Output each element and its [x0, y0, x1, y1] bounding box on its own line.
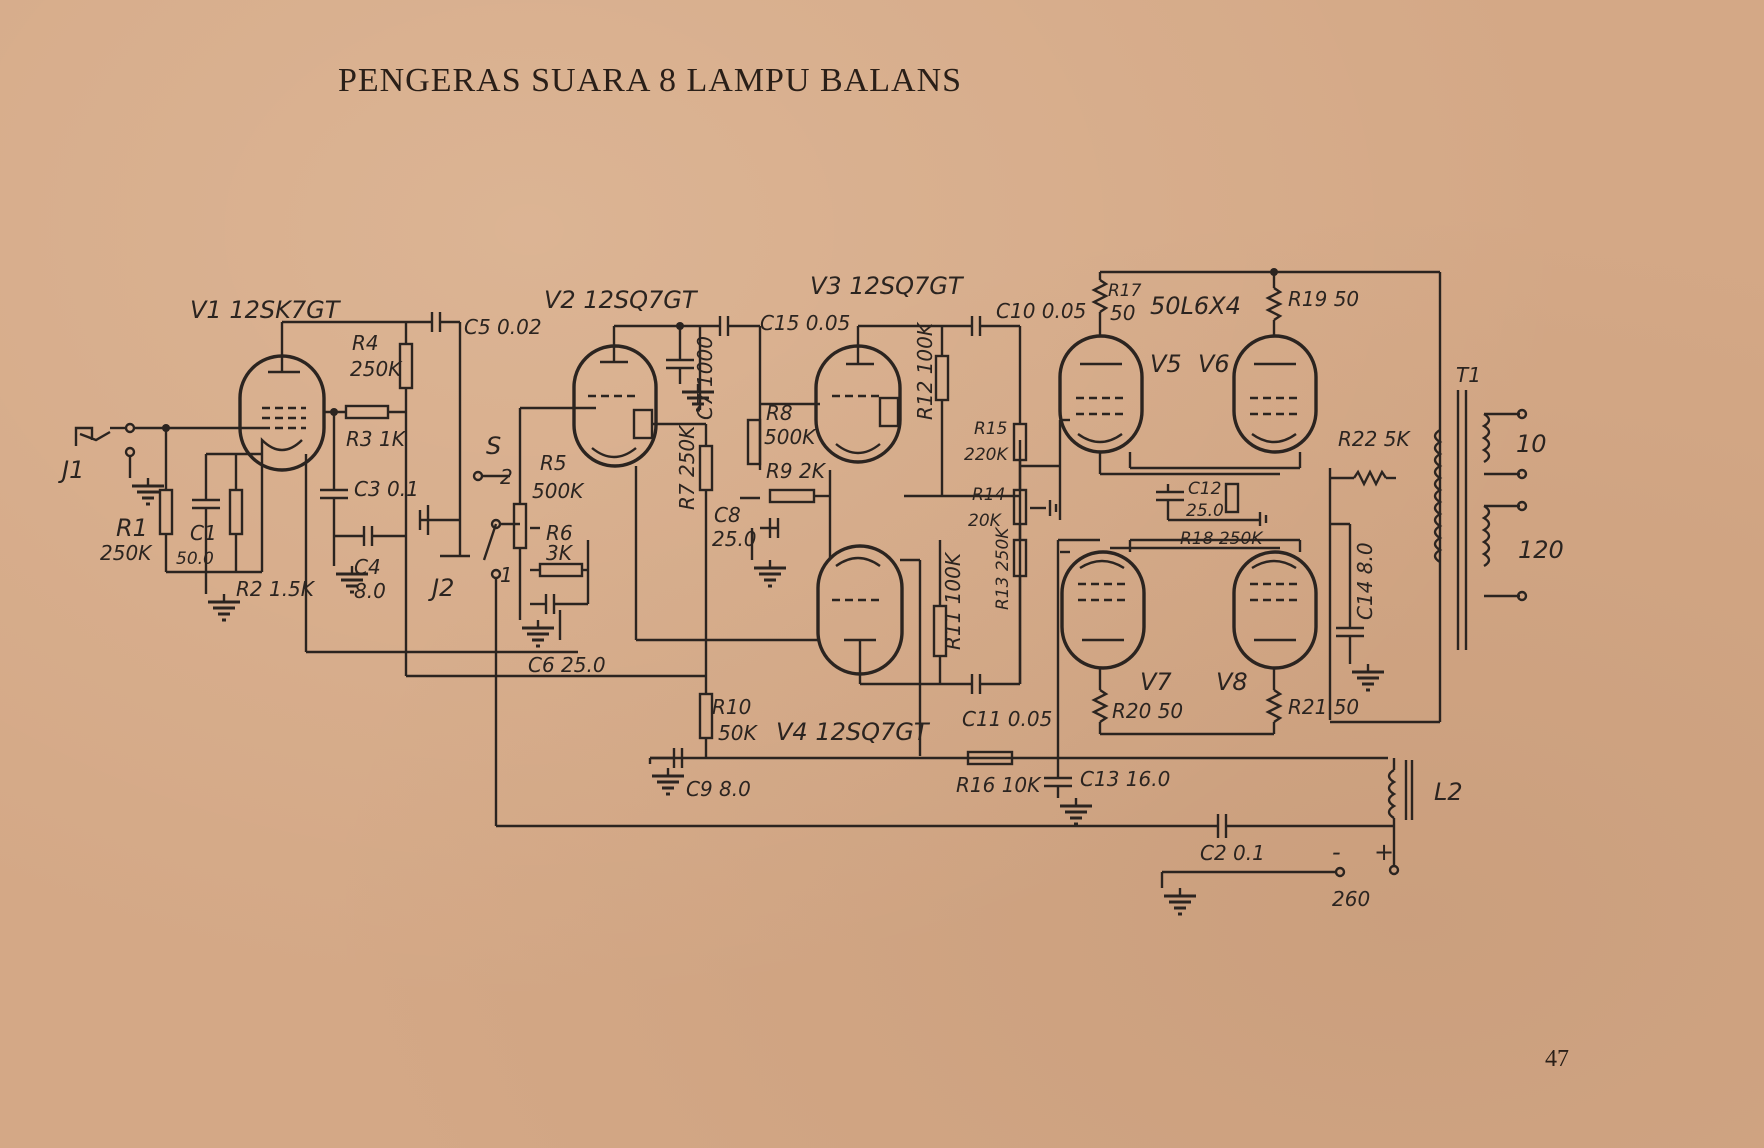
- label-c2: C2 0.1: [1200, 841, 1265, 865]
- label-c12: C12: [1188, 479, 1222, 499]
- label-r2: R2 1.5K: [236, 577, 316, 601]
- label-r8: R8: [766, 401, 793, 425]
- label-r15-value: 220K: [964, 445, 1009, 465]
- label-r6-value: 3K: [546, 541, 574, 565]
- label-r17: R17: [1108, 281, 1142, 301]
- label-r8-value: 500K: [764, 425, 817, 449]
- v2-plate-network: [406, 316, 818, 678]
- label-r5-value: 500K: [532, 479, 585, 503]
- label-v6: V6: [1198, 350, 1230, 378]
- v2-input-network: [512, 406, 596, 648]
- label-l2: L2: [1434, 778, 1463, 806]
- v3-v4-plate-network: [858, 316, 1022, 756]
- label-c6: C6 25.0: [528, 653, 606, 677]
- tube-v8: [1232, 550, 1318, 670]
- output-stage-wiring: [1091, 268, 1442, 736]
- label-r13: R13 250K: [993, 526, 1013, 610]
- label-v7: V7: [1140, 668, 1172, 696]
- label-c9: C9 8.0: [686, 777, 751, 801]
- label-c3: C3 0.1: [354, 477, 419, 501]
- label-s: S: [486, 432, 501, 460]
- label-v2: V2 12SQ7GT: [544, 286, 699, 314]
- label-v8: V8: [1216, 668, 1248, 696]
- label-r20: R20 50: [1112, 699, 1183, 723]
- label-r12: R12 100K: [913, 321, 937, 420]
- label-out-120: 120: [1518, 536, 1564, 564]
- label-output-tubes: 50L6X4: [1150, 292, 1241, 320]
- supply-filter-network: [496, 538, 1394, 838]
- label-minus: -: [1332, 838, 1341, 866]
- phase-splitter-network: [740, 402, 832, 588]
- label-r17-value: 50: [1110, 301, 1135, 325]
- label-t1: T1: [1456, 363, 1481, 387]
- label-r19: R19 50: [1288, 287, 1359, 311]
- tube-v4: [816, 544, 904, 684]
- label-j2: J2: [428, 574, 454, 602]
- label-c7: C7 1000: [693, 336, 717, 420]
- label-v4: V4 12SQ7GT: [776, 718, 931, 746]
- label-c13: C13 16.0: [1080, 767, 1170, 791]
- page-title: PENGERAS SUARA 8 LAMPU BALANS: [337, 62, 963, 99]
- supply-terminals: [1160, 864, 1400, 916]
- label-r4-value: 250K: [350, 357, 403, 381]
- label-r14-value: 20K: [968, 511, 1003, 531]
- label-r16: R16 10K: [956, 773, 1042, 797]
- tube-v3: [814, 326, 902, 464]
- v1-plate-network: [282, 312, 578, 676]
- label-r6: R6: [546, 521, 573, 545]
- label-r14: R14: [972, 485, 1005, 505]
- label-r21: R21 50: [1288, 695, 1359, 719]
- label-c12-value: 25.0: [1186, 501, 1224, 521]
- label-switch-pos-1: 1: [500, 563, 513, 587]
- label-v3: V3 12SQ7GT: [810, 272, 965, 300]
- label-r18: R18 250K: [1180, 529, 1264, 549]
- label-switch-pos-2: 2: [500, 465, 513, 489]
- label-r3: R3 1K: [346, 427, 407, 451]
- tube-v1: [238, 322, 326, 472]
- tube-v5: [1058, 334, 1144, 454]
- label-plus: +: [1374, 838, 1394, 866]
- label-c15: C15 0.05: [760, 311, 850, 335]
- label-c1-value: 50.0: [176, 549, 214, 569]
- label-r11: R11 100K: [941, 551, 965, 650]
- output-transformer-t1: [1433, 390, 1528, 650]
- tube-v2: [572, 326, 658, 468]
- label-c4: C4: [354, 555, 381, 579]
- label-r7: R7 250K: [675, 424, 699, 510]
- label-r9: R9 2K: [766, 459, 827, 483]
- label-r1-value: 250K: [100, 541, 153, 565]
- label-r4: R4: [352, 331, 379, 355]
- label-v5: V5: [1150, 350, 1182, 378]
- input-stage-wiring: [134, 424, 264, 622]
- label-c8-value: 25.0: [712, 527, 757, 551]
- label-c1: C1: [190, 521, 217, 545]
- label-v1: V1 12SK7GT: [190, 296, 342, 324]
- label-r5: R5: [540, 451, 567, 475]
- label-c8: C8: [714, 503, 741, 527]
- label-c10: C10 0.05: [996, 299, 1086, 323]
- label-r15: R15: [974, 419, 1007, 439]
- label-r22: R22 5K: [1338, 427, 1411, 451]
- label-out-10: 10: [1516, 430, 1547, 458]
- label-c4-value: 8.0: [354, 579, 386, 603]
- label-supply-voltage: 260: [1332, 887, 1370, 911]
- tube-v7: [1060, 550, 1146, 670]
- output-grid-bias-network: [1012, 418, 1070, 684]
- label-c11: C11 0.05: [962, 707, 1052, 731]
- jack-j2-and-switch: [418, 470, 520, 826]
- label-r1: R1: [116, 514, 148, 542]
- page-number: 47: [1545, 1046, 1569, 1072]
- tube-v6: [1232, 334, 1318, 454]
- label-r10-value: 50K: [718, 721, 758, 745]
- choke-l2: [1387, 758, 1414, 866]
- label-c14: C14 8.0: [1353, 542, 1377, 620]
- label-r10: R10: [712, 695, 751, 719]
- jack-j1: J1: [58, 422, 166, 506]
- label-c5: C5 0.02: [464, 315, 542, 339]
- label-j1: J1: [58, 456, 84, 484]
